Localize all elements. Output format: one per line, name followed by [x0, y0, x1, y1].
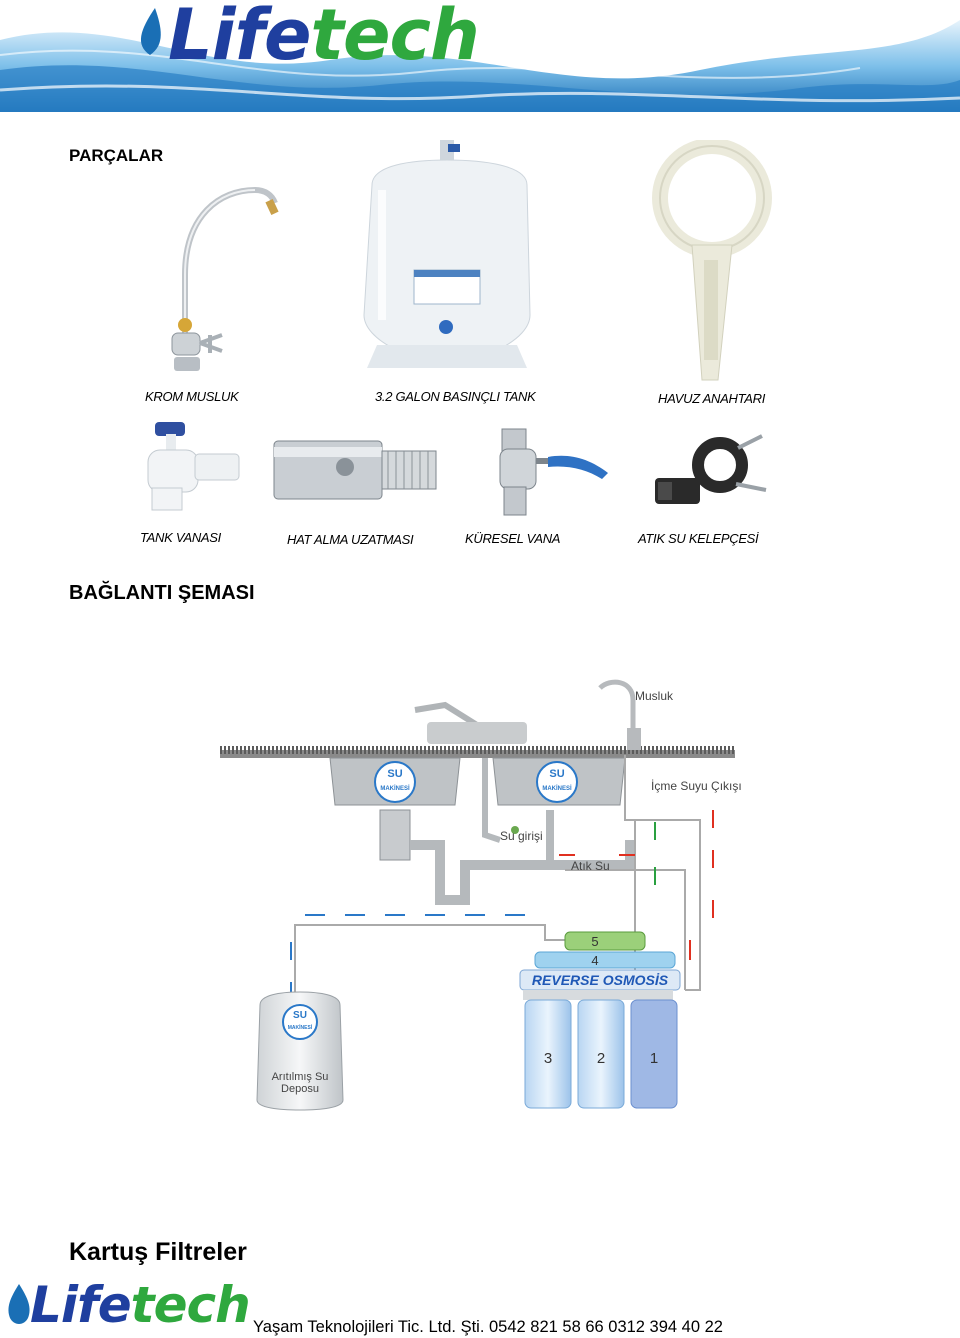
- sink-brand-2: SU: [549, 768, 564, 780]
- waste-clamp-image: [655, 434, 767, 504]
- part-caption-pressure-tank: 3.2 GALON BASINÇLI TANK: [375, 389, 536, 404]
- part-caption-ball-valve: KÜRESEL VANA: [465, 531, 561, 546]
- company-info: Yaşam Teknolojileri Tic. Ltd. Şti. 0542 …: [253, 1318, 723, 1336]
- label-drink-outlet: İçme Suyu Çıkışı: [651, 779, 742, 793]
- footer-logo-life-text: Life: [30, 1276, 132, 1334]
- sink-brand-1-sub: MAKİNESİ: [380, 785, 410, 792]
- diagram-title: BAĞLANTI ŞEMASI: [69, 582, 255, 604]
- stage-1-label: 1: [650, 1050, 658, 1067]
- ball-valve-image: [499, 428, 608, 516]
- stage-3-housing: [524, 999, 572, 1109]
- tank-label-line1: Arıtılmış Su: [272, 1071, 329, 1083]
- water-drop-icon: [8, 1284, 30, 1324]
- chrome-faucet-image: [171, 186, 279, 371]
- logo-tech-text: tech: [310, 0, 480, 76]
- footer-logo-tech-text: tech: [130, 1276, 251, 1334]
- sink-brand-2-sub: MAKİNESİ: [542, 785, 572, 792]
- filters-title: Kartuş Filtreler: [69, 1238, 247, 1266]
- stage-5-label: 5: [591, 934, 598, 949]
- part-caption-line-extension: HAT ALMA UZATMASI: [287, 532, 414, 547]
- label-faucet: Musluk: [635, 689, 674, 703]
- stage-3-label: 3: [544, 1050, 552, 1067]
- stage-1-housing: [630, 999, 678, 1109]
- stage-4-label: 4: [591, 953, 598, 968]
- parts-title: PARÇALAR: [69, 146, 164, 165]
- line-extension-image: [273, 440, 437, 500]
- part-caption-tank-valve: TANK VANASI: [140, 530, 221, 545]
- header-banner: Lifetech: [0, 0, 960, 112]
- storage-tank: [256, 991, 344, 1111]
- pressure-tank-image: [363, 140, 531, 368]
- tank-label-line2: Deposu: [281, 1083, 319, 1095]
- stage-5-cartridge: [564, 931, 646, 951]
- part-caption-housing-wrench: HAVUZ ANAHTARI: [658, 391, 766, 406]
- connection-diagram: SU MAKİNESİ SU MAKİNESİ 5 4 REVERSE OSMO…: [220, 679, 742, 1111]
- tank-valve-image: [147, 422, 240, 511]
- label-water-inlet: Su girişi: [500, 829, 543, 843]
- stage-2-label: 2: [597, 1050, 605, 1067]
- label-waste: Atık Su: [571, 859, 610, 873]
- part-caption-chrome-faucet: KROM MUSLUK: [145, 389, 239, 404]
- tank-brand-sub: MAKİNESİ: [288, 1024, 313, 1031]
- header-logo: Lifetech: [168, 0, 480, 76]
- sink-brand-1: SU: [387, 768, 402, 780]
- stage-4-cartridge: [534, 951, 676, 969]
- tank-brand: SU: [293, 1010, 307, 1021]
- ro-unit-name: REVERSE OSMOSİS: [532, 972, 669, 988]
- logo-life-text: Life: [168, 0, 312, 76]
- part-caption-waste-clamp: ATIK SU KELEPÇESİ: [638, 531, 759, 546]
- stage-2-housing: [577, 999, 625, 1109]
- footer-logo: Lifetech: [30, 1276, 251, 1334]
- water-splash-background: [0, 0, 960, 112]
- housing-wrench-image: [652, 140, 772, 381]
